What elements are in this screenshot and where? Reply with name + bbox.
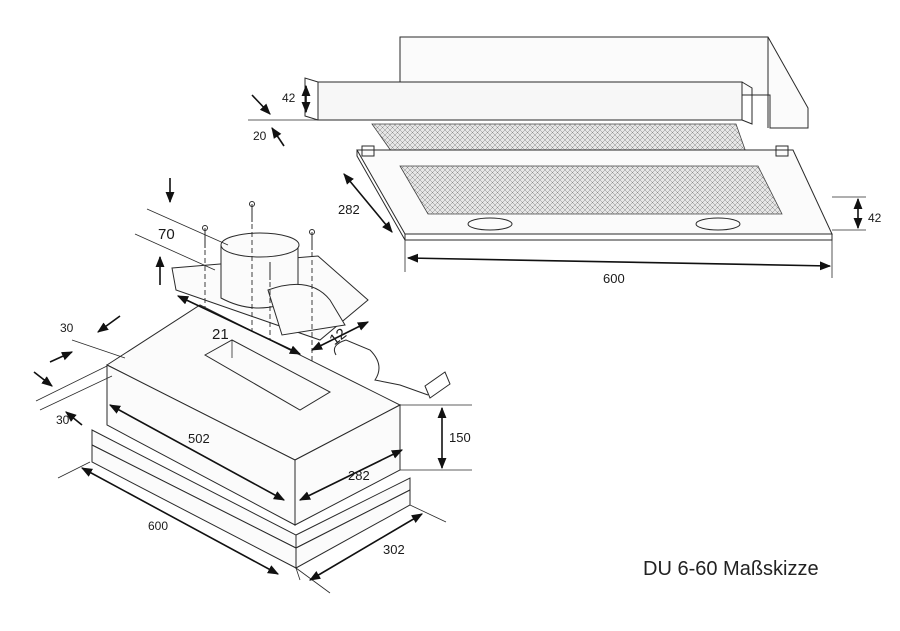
switch-right (775, 145, 789, 157)
assembled-dimensions: 42 20 282 600 42 (248, 84, 882, 286)
dim-body-height: 150 (449, 430, 471, 445)
lower-grease-filter (399, 165, 783, 215)
front-panel (317, 81, 743, 121)
exploded-dimensions: 70 30 30 21 12 502 150 282 600 (33, 178, 472, 594)
dim-body-width: 502 (188, 431, 210, 446)
assembled-hood (304, 36, 833, 241)
switch-left (361, 145, 375, 157)
dim-front-panel-height: 42 (282, 91, 296, 105)
screws (202, 201, 315, 280)
dim-duct-offset: 21 (212, 326, 229, 343)
dim-duct-side: 12 (326, 325, 350, 349)
exploded-hood (91, 201, 451, 569)
dim-top-offset-a: 30 (60, 321, 74, 335)
dim-collar-height: 70 (158, 226, 175, 243)
light-right (695, 217, 741, 231)
dim-body-depth: 282 (348, 468, 370, 483)
sketch-caption: DU 6-60 Maßskizze (643, 558, 819, 580)
light-left (467, 217, 513, 231)
dim-assembled-depth: 282 (338, 202, 360, 217)
dim-assembled-width: 600 (603, 271, 625, 286)
dim-top-offset-b: 30 (56, 413, 70, 427)
dim-assembled-body-height: 42 (868, 211, 882, 225)
power-plug (424, 371, 451, 399)
dim-panel-width: 600 (148, 519, 168, 533)
dim-front-panel-offset: 20 (253, 129, 267, 143)
dim-panel-depth: 302 (383, 542, 405, 557)
